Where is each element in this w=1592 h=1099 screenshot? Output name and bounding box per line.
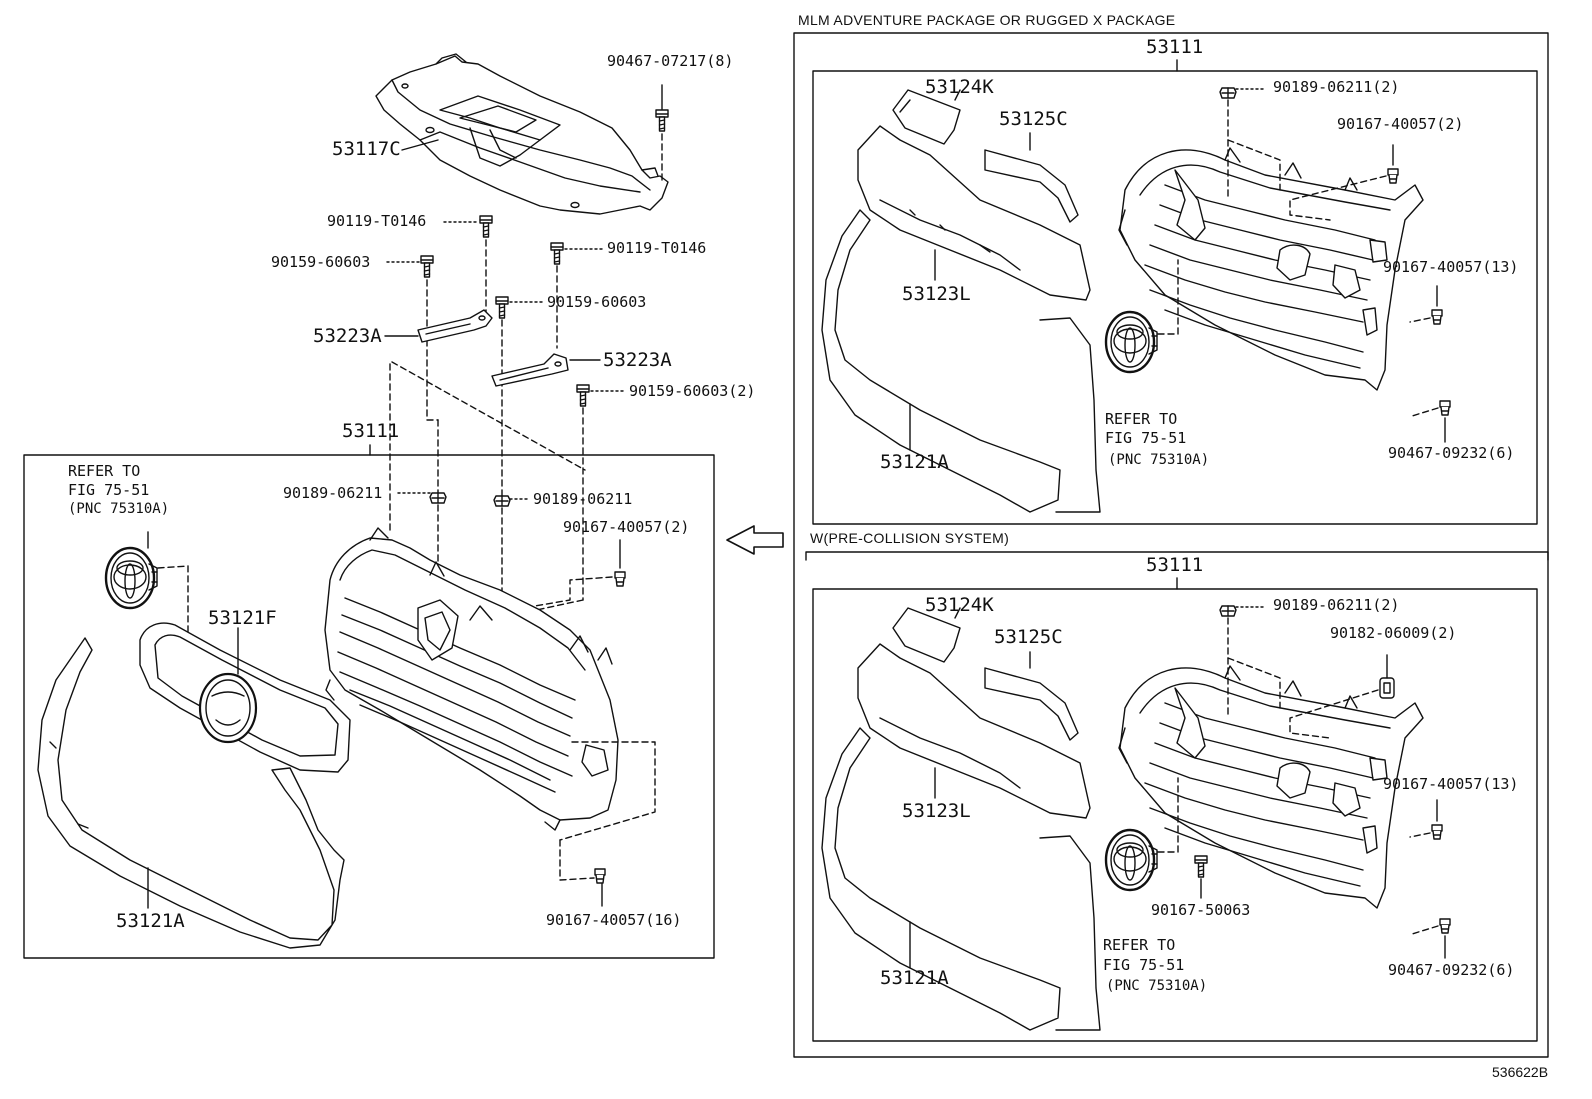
bolt-icon (495, 296, 509, 319)
upper-garnish-53123l (858, 126, 1090, 300)
clip-icon (493, 495, 511, 507)
label-upper-c2: 90167-40057(2) (1337, 115, 1464, 133)
lower-refer-line-1: REFER TO (1103, 936, 1176, 954)
clip-icon (1431, 824, 1443, 840)
label-lower-c4: 90167-50063 (1151, 901, 1251, 919)
label-bracket-2: 53223A (603, 349, 672, 371)
grille-assembly-upper (1118, 147, 1424, 391)
left-arrow-icon[interactable] (727, 526, 783, 554)
radiator-support-shield (376, 54, 668, 214)
bolt-icon (479, 215, 493, 238)
label-bolt-top: 90467-07217(8) (607, 52, 734, 70)
bolt-icon (655, 109, 669, 132)
refer-line-1: REFER TO (68, 462, 141, 480)
upper-refer-line-1: REFER TO (1105, 410, 1178, 428)
clip-icon (614, 571, 626, 587)
lower-refer-line-2: FIG 75-51 (1103, 956, 1185, 974)
bracket-53223a-left (418, 310, 492, 342)
label-upper-p2: 53125C (999, 108, 1068, 130)
right-outer-frame (794, 33, 1548, 1057)
label-assembly-upper: 53111 (1146, 36, 1204, 58)
upper-frame-53121a (822, 210, 1100, 512)
bolt-icon (420, 255, 434, 278)
label-lower-c3: 90167-40057(13) (1383, 775, 1519, 793)
label-screw-1: 90119-T0146 (327, 212, 427, 230)
label-lower-p2: 53125C (994, 626, 1063, 648)
label-bolt-b: 90159-60603 (547, 293, 647, 311)
label-clip-1: 90189-06211 (283, 484, 383, 502)
header-lower: W(PRE-COLLISION SYSTEM) (810, 530, 1010, 546)
label-upper-p1: 53124K (925, 76, 994, 98)
grille-assembly-left (325, 528, 618, 830)
label-ornament: 53121F (208, 607, 277, 629)
toyota-emblem-icon (1104, 310, 1159, 374)
grille-assembly-lower (1118, 665, 1424, 909)
lower-garnish-53123l (858, 644, 1090, 818)
label-upper-c1: 90189-06211(2) (1273, 78, 1400, 96)
label-clip-bottom: 90167-40057(16) (546, 911, 682, 929)
lower-subpanel (813, 589, 1537, 1041)
bolt-icon (550, 242, 564, 265)
clip-icon (1387, 168, 1399, 184)
left-panel-frame (24, 455, 714, 958)
label-upper-p3: 53123L (902, 283, 971, 305)
label-bracket-1: 53223A (313, 325, 382, 347)
refer-line-2: FIG 75-51 (68, 481, 150, 499)
header-upper: MLM ADVENTURE PACKAGE OR RUGGED X PACKAG… (798, 12, 1176, 28)
label-lower-c5: 90467-09232(6) (1388, 961, 1515, 979)
label-lower-p3: 53123L (902, 800, 971, 822)
label-shield: 53117C (332, 138, 401, 160)
refer-line-3: (PNC 75310A) (68, 501, 170, 517)
bolt-icon (576, 384, 590, 407)
label-upper-c3: 90167-40057(13) (1383, 258, 1519, 276)
lower-moulding-53124k (893, 608, 960, 662)
label-bolt-c: 90159-60603(2) (629, 382, 756, 400)
upper-refer-line-2: FIG 75-51 (1105, 429, 1187, 447)
upper-moulding-53125c (985, 150, 1078, 222)
label-assembly-left: 53111 (342, 420, 400, 442)
label-lower-p4: 53121A (880, 967, 949, 989)
bracket-53223a-right (492, 354, 568, 386)
clip-icon (1219, 87, 1237, 99)
clip-icon (429, 492, 447, 504)
label-clip-3: 90167-40057(2) (563, 518, 690, 536)
upper-subpanel (813, 71, 1537, 524)
toyota-emblem-icon (104, 546, 159, 610)
clip-icon (1439, 400, 1451, 416)
clip-icon (1439, 918, 1451, 934)
upper-moulding-53124k (893, 90, 960, 144)
label-lower-p1: 53124K (925, 594, 994, 616)
label-lower-c1: 90189-06211(2) (1273, 596, 1400, 614)
clip-icon (1219, 605, 1237, 617)
lower-frame-53121a (822, 728, 1100, 1030)
lower-moulding-53125c (985, 668, 1078, 740)
label-clip-2: 90189-06211 (533, 490, 633, 508)
label-upper-p4: 53121A (880, 451, 949, 473)
retainer-icon (1380, 678, 1394, 698)
upper-refer-line-3: (PNC 75310A) (1108, 452, 1210, 468)
label-screw-2: 90119-T0146 (607, 239, 707, 257)
toyota-emblem-icon (1104, 828, 1159, 892)
label-assembly-lower: 53111 (1146, 554, 1204, 576)
label-bolt-a: 90159-60603 (271, 253, 371, 271)
lower-frame-53121a-left (38, 638, 344, 948)
label-lower-c2: 90182-06009(2) (1330, 624, 1457, 642)
label-frame-left: 53121A (116, 910, 185, 932)
figure-code: 536622B (1492, 1064, 1549, 1080)
bolt-icon (1194, 855, 1208, 878)
ornament-53121f (140, 623, 350, 772)
clip-icon (594, 868, 606, 884)
clip-icon (1431, 309, 1443, 325)
label-upper-c4: 90467-09232(6) (1388, 444, 1515, 462)
lower-refer-line-3: (PNC 75310A) (1106, 978, 1208, 994)
